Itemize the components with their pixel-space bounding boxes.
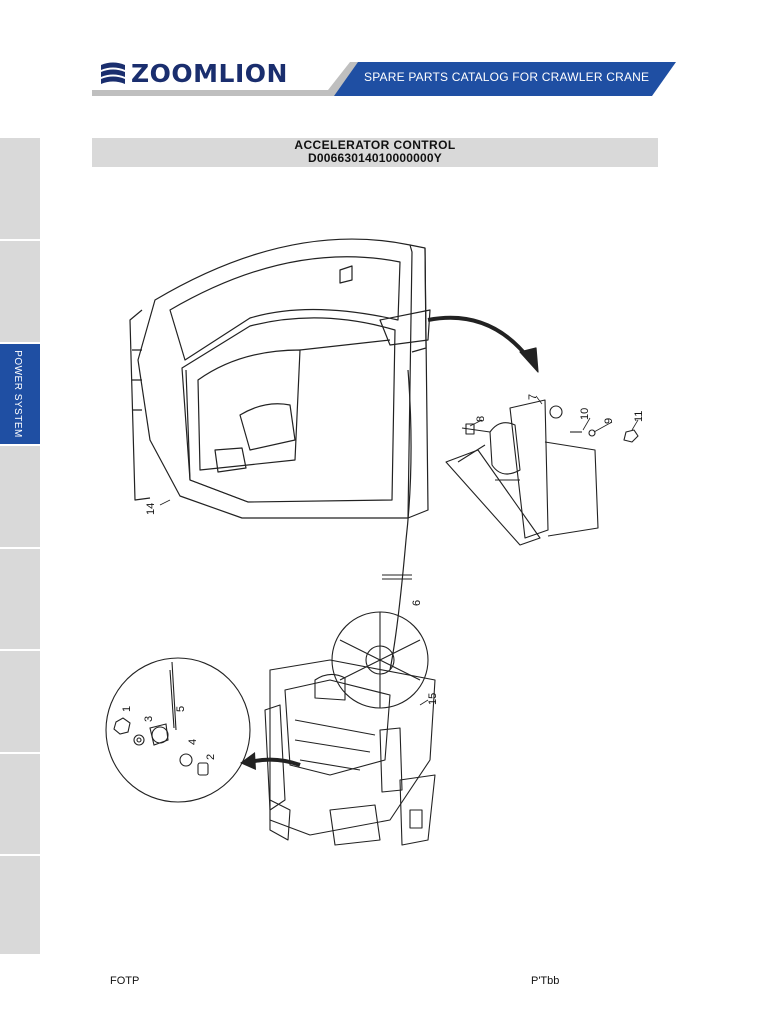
- side-tab-6[interactable]: [0, 651, 40, 754]
- callout-6: 6: [411, 600, 423, 606]
- callout-2: 2: [205, 754, 217, 760]
- callout-7: 7: [527, 394, 539, 400]
- callout-14: 14: [145, 503, 157, 515]
- callout-4: 4: [187, 739, 199, 745]
- detail-circle: [105, 657, 251, 803]
- catalog-title: SPARE PARTS CATALOG FOR CRAWLER CRANE: [364, 70, 650, 84]
- side-tab-power-system[interactable]: POWER SYSTEM: [0, 344, 40, 446]
- section-title: ACCELERATOR CONTROL: [294, 138, 456, 152]
- side-tab-1[interactable]: [0, 138, 40, 241]
- engine: [264, 611, 436, 846]
- callout-9: 9: [603, 418, 615, 424]
- footer-left-text: FOTP: [110, 975, 140, 987]
- header-banner-graphic: [92, 62, 676, 96]
- section-title-box: ACCELERATOR CONTROL D00663014010000000Y: [92, 138, 658, 167]
- footer-right-text: P'Tbb: [531, 975, 560, 987]
- brand-name: ZOOMLION: [131, 59, 288, 88]
- side-tab-8[interactable]: [0, 856, 40, 956]
- zoomlion-logo-icon: [101, 62, 125, 84]
- side-tab-5[interactable]: [0, 549, 40, 651]
- callout-11: 11: [633, 411, 645, 422]
- accelerator-cable: [389, 369, 412, 671]
- section-code: D00663014010000000Y: [308, 151, 442, 165]
- callout-1: 1: [121, 706, 133, 712]
- callout-15: 15: [427, 693, 439, 705]
- accelerator-control-drawing: 7 8 10 9 11 14 6 15 1 3 5 4 2: [105, 238, 645, 846]
- callout-3: 3: [143, 716, 155, 722]
- side-tab-2[interactable]: [0, 241, 40, 344]
- side-tab-label: POWER SYSTEM: [12, 350, 23, 438]
- callout-5: 5: [175, 706, 187, 712]
- callout-8: 8: [475, 416, 487, 422]
- side-tab-7[interactable]: [0, 754, 40, 856]
- callout-10: 10: [579, 408, 591, 420]
- side-tab-4[interactable]: [0, 446, 40, 549]
- pedal-assembly: [445, 399, 639, 546]
- cab-frame: [137, 238, 413, 519]
